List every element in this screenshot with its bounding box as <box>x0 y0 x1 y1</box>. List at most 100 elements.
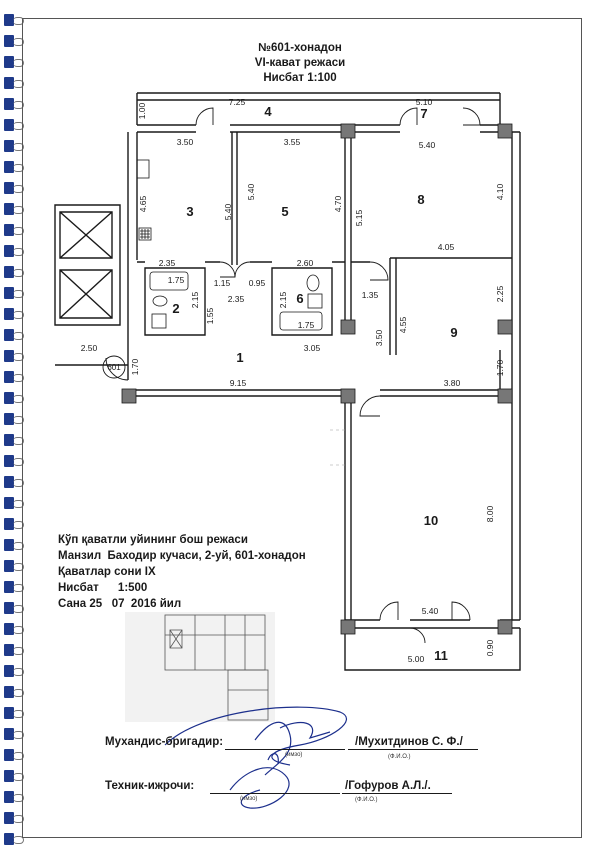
engineer-signature <box>164 706 348 776</box>
binding-ring <box>13 374 24 382</box>
dim-3-05: 3.05 <box>304 343 321 353</box>
binding-ring <box>13 185 24 193</box>
dim-1-55: 1.55 <box>205 307 215 324</box>
dim-1-15: 1.15 <box>214 278 231 288</box>
binding-hole <box>4 539 14 551</box>
floor-title: VI-кават режаси <box>254 57 346 69</box>
technician-sign-label: (имзо) <box>240 796 258 802</box>
binding-hole <box>4 602 14 614</box>
dim-1-70b: 1.70 <box>495 359 505 376</box>
dim-2-15a: 2.15 <box>190 291 200 308</box>
binding-hole <box>4 350 14 362</box>
binding-hole <box>4 182 14 194</box>
engineer-name: /Мухитдинов С. Ф./ <box>355 736 463 748</box>
room-8: 8 <box>417 192 424 207</box>
technician-name: /Гофуров А.Л./. <box>345 780 431 792</box>
dim-2-25: 2.25 <box>495 285 505 302</box>
binding-ring <box>13 731 24 739</box>
binding-ring <box>13 59 24 67</box>
dim-3-50a: 3.50 <box>177 137 194 147</box>
binding-hole <box>4 77 14 89</box>
dim-2-35a: 2.35 <box>159 258 176 268</box>
site-plan-thumbnail <box>125 612 275 722</box>
room-9: 9 <box>450 325 457 340</box>
binding-hole <box>4 98 14 110</box>
dim-2-15b: 2.15 <box>278 291 288 308</box>
binding-ring <box>13 605 24 613</box>
engineer-fio-label: (Ф.И.О.) <box>388 754 411 760</box>
dim-1-00: 1.00 <box>137 102 147 119</box>
dim-1-70a: 1.70 <box>130 358 140 375</box>
binding-hole <box>4 14 14 26</box>
dim-2-60: 2.60 <box>297 258 314 268</box>
binding-ring <box>13 122 24 130</box>
engineer-sign-line <box>225 749 345 750</box>
binding-ring <box>13 794 24 802</box>
binding-hole <box>4 686 14 698</box>
binding-hole <box>4 770 14 782</box>
binding-hole <box>4 371 14 383</box>
technician-signature <box>229 753 290 809</box>
info-line-4: Нисбат 1:500 <box>58 582 148 594</box>
info-line-2: Манзил Баходир кучаси, 2-уй, 601-хонадон <box>58 550 306 562</box>
room-1: 1 <box>236 350 243 365</box>
dim-2-50: 2.50 <box>81 343 98 353</box>
binding-hole <box>4 476 14 488</box>
page-border <box>22 18 582 838</box>
binding-ring <box>13 164 24 172</box>
binding-hole <box>4 266 14 278</box>
room-6: 6 <box>296 291 303 306</box>
engineer-role: Мухандис-бригадир: <box>105 736 224 748</box>
binding-ring <box>13 668 24 676</box>
dim-4-10: 4.10 <box>495 183 505 200</box>
binding-ring <box>13 647 24 655</box>
info-line-5: Сана 25 07 2016 йил <box>58 598 182 610</box>
dim-3-50b: 3.50 <box>374 329 384 346</box>
dim-3-80: 3.80 <box>444 378 461 388</box>
binding-hole <box>4 392 14 404</box>
binding-ring <box>13 206 24 214</box>
binding-ring <box>13 353 24 361</box>
dim-1-75a: 1.75 <box>168 275 185 285</box>
binding-ring <box>13 500 24 508</box>
spiral-binding <box>0 0 24 849</box>
binding-hole <box>4 581 14 593</box>
binding-hole <box>4 812 14 824</box>
binding-ring <box>13 521 24 529</box>
binding-hole <box>4 518 14 530</box>
room-7: 7 <box>420 106 427 121</box>
binding-ring <box>13 248 24 256</box>
dim-0-90: 0.90 <box>485 639 495 656</box>
binding-ring <box>13 332 24 340</box>
room-5: 5 <box>281 204 288 219</box>
scale-title: Нисбат 1:100 <box>263 72 337 84</box>
binding-ring <box>13 17 24 25</box>
dim-4-70: 4.70 <box>333 195 343 212</box>
binding-ring <box>13 710 24 718</box>
technician-name-line <box>342 793 452 794</box>
room-10: 10 <box>424 513 438 528</box>
binding-ring <box>13 773 24 781</box>
dim-9-15: 9.15 <box>230 378 247 388</box>
dim-7-25: 7.25 <box>229 97 246 107</box>
dim-2-35b: 2.35 <box>228 294 245 304</box>
apartment-title: №601-хонадон <box>258 42 342 54</box>
dim-1-75b: 1.75 <box>298 320 315 330</box>
binding-hole <box>4 35 14 47</box>
binding-hole <box>4 56 14 68</box>
binding-ring <box>13 815 24 823</box>
binding-ring <box>13 101 24 109</box>
dim-5-40a: 5.40 <box>419 140 436 150</box>
technician-role: Техник-ижрочи: <box>105 780 195 792</box>
technician-sign-line <box>210 793 340 794</box>
binding-hole <box>4 140 14 152</box>
binding-hole <box>4 749 14 761</box>
binding-hole <box>4 287 14 299</box>
room-2: 2 <box>172 301 179 316</box>
room-11: 11 <box>434 648 448 663</box>
binding-ring <box>13 290 24 298</box>
binding-hole <box>4 203 14 215</box>
binding-ring <box>13 836 24 844</box>
binding-ring <box>13 542 24 550</box>
